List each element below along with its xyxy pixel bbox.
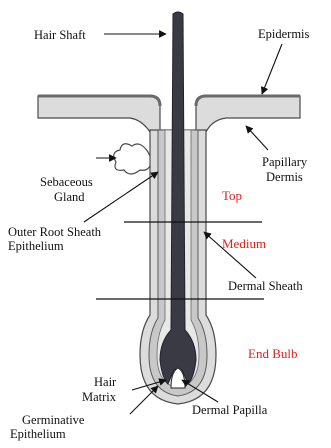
arrow-papillary-dermis — [246, 126, 268, 150]
label-hair-matrix: Hair Matrix — [82, 375, 119, 404]
skin-left — [38, 96, 160, 132]
region-top: Top — [222, 188, 242, 203]
sebaceous-gland — [114, 144, 152, 174]
label-epidermis: Epidermis — [258, 27, 310, 41]
skin-right — [196, 96, 300, 132]
label-sebaceous-gland: Sebaceous Gland — [40, 175, 96, 204]
arrow-germinative-epithelium — [130, 386, 158, 414]
region-medium: Medium — [222, 236, 266, 251]
label-hair-shaft: Hair Shaft — [34, 28, 86, 42]
arrow-epidermis — [262, 44, 282, 94]
label-dermal-papilla: Dermal Papilla — [192, 403, 268, 417]
region-end-bulb: End Bulb — [248, 346, 297, 361]
label-dermal-sheath: Dermal Sheath — [228, 279, 303, 293]
label-outer-root-sheath: Outer Root Sheath Epithelium — [8, 225, 104, 253]
label-germinative-epithelium: Germinative Epithelium — [10, 413, 88, 441]
label-papillary-dermis: Papillary Dermis — [262, 155, 310, 184]
